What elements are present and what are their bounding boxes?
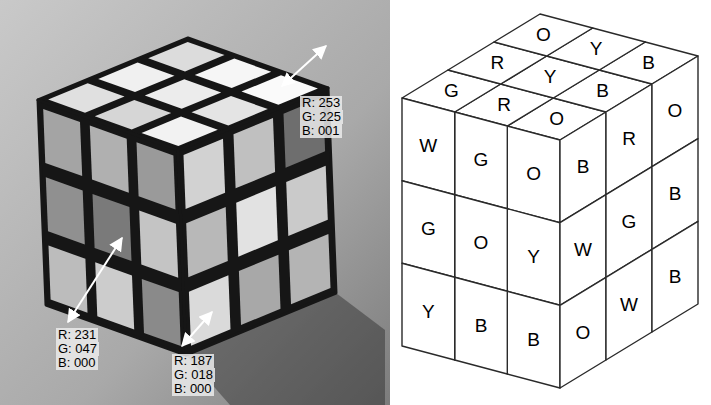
sticker-letter: B [475, 316, 488, 336]
sticker [192, 96, 268, 126]
sticker [43, 109, 82, 176]
sticker-letter: Y [544, 67, 557, 87]
cube-cell [402, 98, 455, 195]
sticker-letter: W [620, 295, 638, 315]
rgb-value: B: 001 [300, 124, 342, 138]
sticker-letter: B [577, 157, 590, 177]
sticker-letter: Y [527, 247, 540, 267]
sticker-letter: R [490, 53, 504, 73]
sticker [189, 275, 231, 345]
sticker-letter: W [419, 136, 437, 156]
sticker [286, 166, 328, 236]
sticker-letter: O [526, 164, 541, 184]
rgb-value: G: 225 [300, 110, 343, 124]
sticker-letter: O [576, 323, 591, 343]
sticker [145, 79, 221, 108]
rgb-value: R: 253 [300, 96, 342, 110]
sticker [289, 234, 331, 304]
sticker-letter: Y [590, 39, 603, 59]
sticker [95, 100, 171, 129]
sticker [139, 211, 178, 278]
sticker-letter: O [536, 25, 551, 45]
sticker-letter: B [669, 184, 682, 204]
sticker-letter: O [474, 233, 489, 253]
rgb-value: R: 187 [172, 354, 214, 368]
sticker-letter: B [596, 81, 609, 101]
sticker [239, 255, 281, 325]
sticker-letter: O [549, 109, 564, 129]
sticker [186, 207, 228, 277]
sticker [137, 142, 176, 209]
cube-cell [455, 277, 508, 374]
rgb-value: G: 047 [56, 342, 99, 356]
sticker [142, 279, 181, 346]
cube-cell [455, 112, 508, 209]
leader-arrow [68, 238, 122, 322]
cube-cell [606, 249, 652, 360]
cube-cell [507, 291, 560, 388]
sticker [195, 59, 271, 89]
cube-cell [402, 263, 455, 360]
sticker-letter: G [474, 150, 489, 170]
sticker-letter: W [574, 240, 592, 260]
sticker-letter: G [444, 81, 459, 101]
sticker [234, 118, 276, 188]
cube-cell [494, 14, 593, 56]
sticker [184, 139, 226, 209]
sticker [98, 63, 174, 93]
sticker [49, 246, 88, 313]
photo-background [0, 0, 390, 405]
cube-cell [507, 126, 560, 223]
sticker-letter: R [622, 129, 636, 149]
cube-cell [560, 277, 606, 388]
sticker-letter: G [622, 212, 637, 232]
rgb-value: G: 018 [172, 368, 215, 382]
sticker [90, 126, 129, 193]
sticker-letter: G [421, 219, 436, 239]
sticker [142, 117, 218, 147]
sticker-letter: B [642, 53, 655, 73]
rgb-value: B: 000 [172, 382, 214, 396]
sticker-letter: B [669, 267, 682, 287]
rgb-value: B: 000 [56, 356, 98, 370]
rgb-value: R: 231 [56, 328, 98, 342]
sticker-letter: O [668, 101, 683, 121]
sticker [236, 186, 278, 256]
sticker-letter: Y [422, 302, 435, 322]
sticker [48, 83, 124, 112]
cube-cell [455, 195, 508, 292]
sticker [93, 194, 132, 261]
sticker-letter: R [497, 95, 511, 115]
sticker [46, 177, 85, 244]
cube-cell [402, 181, 455, 278]
leader-arrow [282, 46, 326, 86]
cube-cell [652, 221, 698, 332]
cube-cell [507, 209, 560, 306]
sticker-letter: B [527, 330, 540, 350]
leader-arrow [182, 312, 212, 346]
sticker [148, 42, 224, 72]
